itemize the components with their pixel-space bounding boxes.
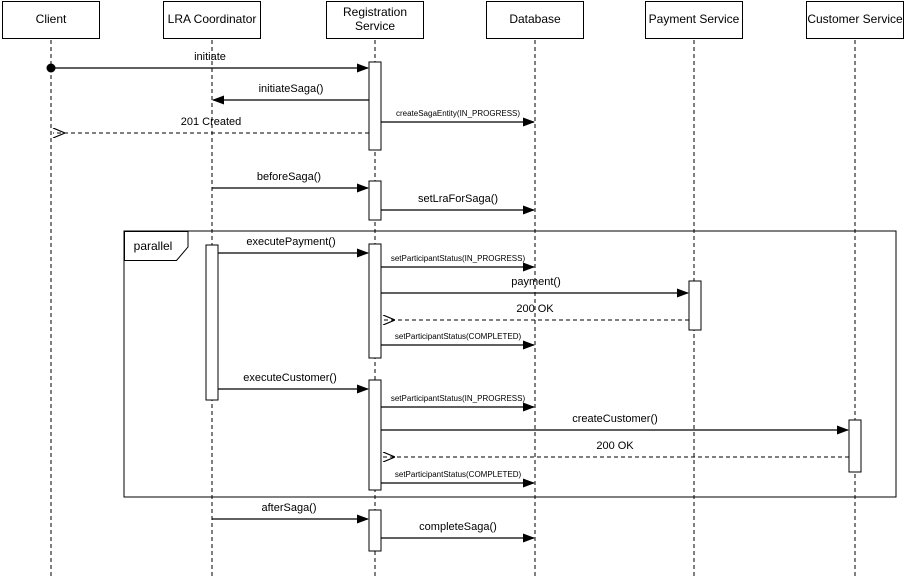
participant-client: Client: [2, 1, 100, 39]
message-label-200ok-payment: 200 OK: [516, 303, 554, 315]
activation-payment-service: [688, 280, 702, 331]
message-label-executepayment: executePayment(): [246, 236, 336, 248]
activation-registration-service-beforesaga: [368, 180, 382, 221]
activation-lra-coordinator-parallel: [205, 244, 219, 401]
message-arrows: [46, 63, 849, 543]
message-label-executecustomer: executeCustomer(): [243, 372, 337, 384]
participant-label: LRA Coordinator: [167, 12, 257, 27]
participant-label: Payment Service: [648, 12, 740, 27]
parallel-frame-label-shape: [124, 231, 189, 261]
participant-label: Client: [35, 12, 67, 27]
activation-registration-service-payment: [368, 243, 382, 359]
participant-payment-service: Payment Service: [645, 1, 743, 39]
message-label-setlraforsaga: setLraForSaga(): [417, 193, 499, 205]
message-label-createsagaentity: createSagaEntity(IN_PROGRESS): [395, 109, 521, 118]
activation-registration-service-aftersaga: [368, 509, 382, 552]
participant-registration-service: Registration Service: [326, 1, 424, 39]
participant-label: Customer Service: [807, 12, 903, 27]
message-label-initiatesaga: initiateSaga(): [258, 83, 324, 95]
message-label-setparticipantstatus-inprogress-1: setParticipantStatus(IN_PROGRESS): [390, 254, 526, 263]
parallel-frame: [123, 230, 897, 498]
message-label-createcustomer: createCustomer(): [572, 413, 658, 425]
message-label-initiate: initiate: [194, 51, 226, 63]
participant-customer-service: Customer Service: [806, 1, 904, 39]
message-label-201-created: 201 Created: [180, 116, 242, 128]
message-start-circle: [46, 63, 56, 73]
participant-label: Registration Service: [342, 5, 408, 33]
activation-bars: [205, 61, 862, 552]
activation-customer-service: [848, 419, 862, 473]
lifelines: [50, 40, 856, 576]
parallel-fragment-label: parallel: [133, 239, 173, 253]
participant-label: Database: [509, 12, 561, 27]
message-label-setparticipantstatus-completed-2: setParticipantStatus(COMPLETED): [394, 470, 522, 479]
message-label-completesaga: completeSaga(): [419, 521, 497, 533]
message-label-aftersaga: afterSaga(): [261, 502, 317, 514]
activation-registration-service-initiate: [368, 61, 382, 151]
participant-lra-coordinator: LRA Coordinator: [163, 1, 261, 39]
message-label-beforesaga: beforeSaga(): [256, 171, 322, 183]
message-label-setparticipantstatus-completed-1: setParticipantStatus(COMPLETED): [394, 332, 522, 341]
activation-registration-service-customer: [368, 379, 382, 491]
message-label-200ok-customer: 200 OK: [596, 440, 634, 452]
message-label-payment: payment(): [511, 276, 561, 288]
message-label-setparticipantstatus-inprogress-2: setParticipantStatus(IN_PROGRESS): [390, 394, 526, 403]
participant-database: Database: [486, 1, 584, 39]
